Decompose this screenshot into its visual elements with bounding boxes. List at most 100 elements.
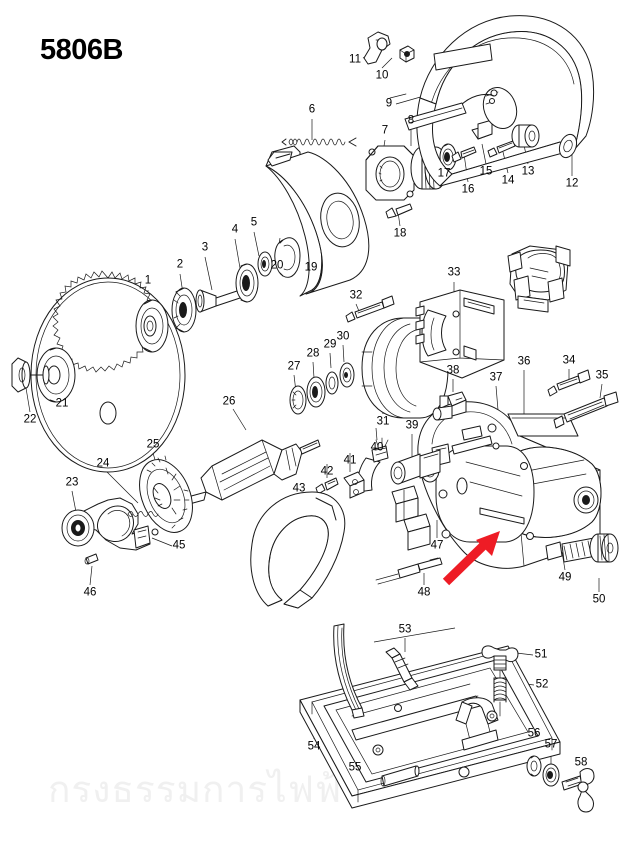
bolt-49 xyxy=(545,537,599,563)
callout-9-name-plate: 9 xyxy=(385,97,393,110)
lead-wire-48 xyxy=(375,557,443,585)
callout-15-stopper-plate: 15 xyxy=(479,165,493,178)
flat-washer-56 xyxy=(526,755,542,777)
callout-46-pin: 46 xyxy=(83,586,97,599)
callout-24-shaft-lock-lever: 24 xyxy=(96,457,110,470)
page-title: 5806B xyxy=(40,34,123,66)
callout-4-ball-bearing: 4 xyxy=(231,223,239,236)
callout-18-tapping-screw: 18 xyxy=(393,227,407,240)
callout-21-outer-flange: 21 xyxy=(55,397,69,410)
callout-17-ball-bearing: 17 xyxy=(437,167,451,180)
screw-35 xyxy=(553,391,619,429)
callout-31-motor-bracket: 31 xyxy=(376,415,390,428)
wing-nut-58 xyxy=(561,768,595,813)
screw-18 xyxy=(385,203,413,219)
cord-guard-39 xyxy=(390,449,441,485)
callout-41-cord-clamp: 41 xyxy=(343,454,357,467)
callout-40-power-cord: 40 xyxy=(370,441,384,454)
washer-27 xyxy=(289,385,307,415)
callout-39-cord-guard: 39 xyxy=(405,419,419,432)
callout-37-handle-housing: 37 xyxy=(489,371,503,384)
blade-case-19 xyxy=(265,145,370,297)
screw-16 xyxy=(451,146,477,163)
callout-36-rating-plate: 36 xyxy=(517,355,531,368)
callout-53-hex-bolt: 53 xyxy=(398,623,412,636)
callout-5-ball-bearing-small: 5 xyxy=(250,216,258,229)
callout-10-lock-nut: 10 xyxy=(375,69,389,82)
callout-34-tapping-screw: 34 xyxy=(562,354,576,367)
lock-nut-10 xyxy=(399,45,415,63)
gear-housing-7 xyxy=(365,145,415,201)
bearing-stack-27-30 xyxy=(289,362,355,415)
cord-clamp-41 xyxy=(343,471,365,499)
callout-48-lead-wire: 48 xyxy=(417,586,431,599)
screw-34 xyxy=(547,369,591,397)
ball-bearing-28 xyxy=(306,376,326,408)
safety-cover-12 xyxy=(389,15,595,187)
ball-bearing-23 xyxy=(61,509,95,547)
inner-flange-1 xyxy=(135,299,169,353)
callout-6-torsion-spring: 6 xyxy=(308,103,316,116)
ball-bearing-5 xyxy=(257,251,273,277)
brush-holder-59 xyxy=(507,245,571,313)
screw-42 xyxy=(315,477,339,495)
ball-bearing-4 xyxy=(235,263,259,303)
spring-45 xyxy=(127,511,159,536)
motor-housing-cover xyxy=(435,445,535,543)
knob-50 xyxy=(589,533,619,563)
field-stator-33 xyxy=(415,289,505,379)
washer-29 xyxy=(325,371,339,395)
callout-56-flat-washer: 56 xyxy=(527,727,541,740)
callout-16-pan-head-screw: 16 xyxy=(461,183,475,196)
bushing-13 xyxy=(511,124,540,148)
handle-grip-43 xyxy=(250,491,346,609)
callout-2-spiral-bevel-gear: 2 xyxy=(176,258,184,271)
callout-28-ball-bearing: 28 xyxy=(306,347,320,360)
callout-19-blade-case: 19 xyxy=(304,261,318,274)
fan-gear-25 xyxy=(139,455,193,533)
callout-58-wing-nut: 58 xyxy=(574,756,588,769)
callout-3-spindle: 3 xyxy=(201,241,209,254)
name-plate-9 xyxy=(404,102,467,131)
lock-washer-57 xyxy=(542,763,560,787)
hex-bolt-53 xyxy=(385,647,419,691)
guide-bar-bracket xyxy=(333,623,365,719)
pin-55 xyxy=(380,765,420,787)
noise-suppressor-38 xyxy=(432,391,467,421)
callout-27-insulation-washer: 27 xyxy=(287,360,301,373)
callout-33-field-stator: 33 xyxy=(447,266,461,279)
callout-32-tapping-screw: 32 xyxy=(349,289,363,302)
callout-29-flat-washer: 29 xyxy=(323,338,337,351)
callout-57-lock-washer: 57 xyxy=(544,738,558,751)
callout-54-base-plate: 54 xyxy=(307,740,321,753)
callout-13-bushing: 13 xyxy=(521,165,535,178)
callout-20-retaining-ring: 20 xyxy=(270,259,284,272)
bevel-gear-2 xyxy=(171,287,197,333)
red-highlight-arrow xyxy=(442,531,500,586)
callout-52-compression-spring: 52 xyxy=(535,678,549,691)
callout-55-pin: 55 xyxy=(348,761,362,774)
callout-38-noise-suppressor: 38 xyxy=(446,364,460,377)
callout-42-tapping-screw: 42 xyxy=(320,465,334,478)
callout-26-armature: 26 xyxy=(222,395,236,408)
saw-blade-assembly xyxy=(11,237,301,473)
switch-47 xyxy=(391,485,431,551)
callout-8-helical-gear: 8 xyxy=(407,114,415,127)
callout-43-handle-grip: 43 xyxy=(292,482,306,495)
callout-47-switch: 47 xyxy=(430,539,444,552)
retaining-ring-20 xyxy=(274,237,301,278)
rubber-ring-30 xyxy=(339,362,355,388)
screw-32 xyxy=(345,295,395,323)
callout-14-hex-socket-bolt: 14 xyxy=(501,174,515,187)
callout-49-bolt: 49 xyxy=(558,571,572,584)
lever-11 xyxy=(363,31,391,65)
callout-45-compression-spring: 45 xyxy=(172,539,186,552)
callout-50-knob: 50 xyxy=(592,593,606,606)
wing-bolt-51 xyxy=(481,645,519,687)
callout-11-lever: 11 xyxy=(349,53,361,66)
torsion-spring-6 xyxy=(281,137,357,147)
callout-51-wing-bolt: 51 xyxy=(534,648,548,661)
callout-25-fan-gear: 25 xyxy=(146,438,160,451)
